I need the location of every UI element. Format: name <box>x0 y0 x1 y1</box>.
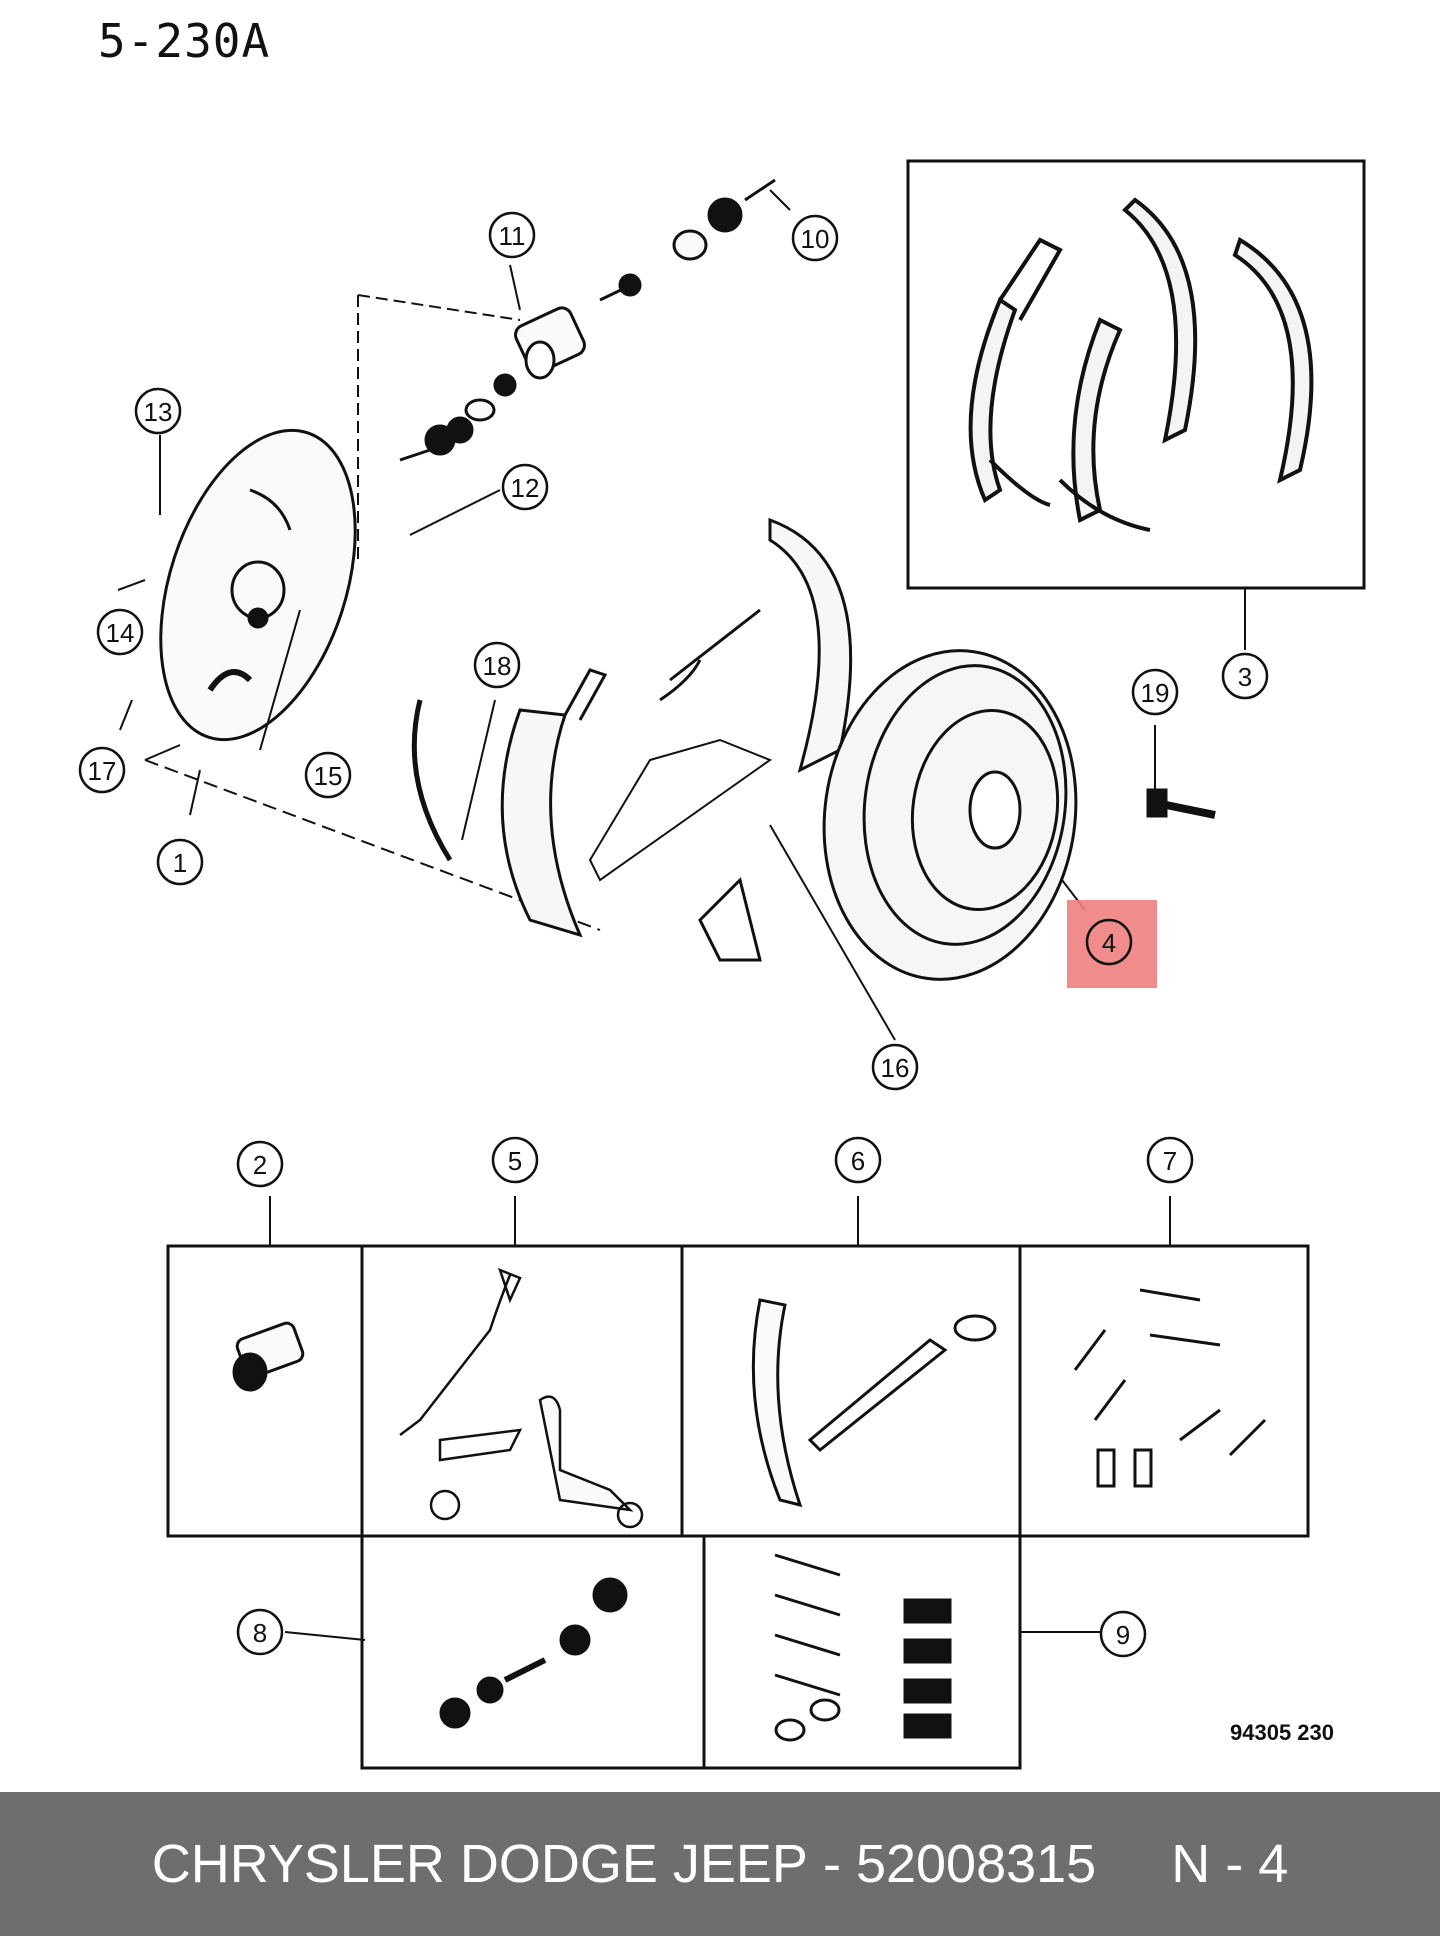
brake-drum-illustration <box>822 649 1078 981</box>
callout-1[interactable]: 1 <box>156 838 204 886</box>
wheel-cylinder-illustration <box>399 178 776 462</box>
callout-8[interactable]: 8 <box>236 1608 284 1656</box>
wheel-cylinder-kit-illustration <box>232 1321 305 1392</box>
adjuster-kit-illustration <box>399 1267 644 1529</box>
callout-5-label: 5 <box>508 1146 522 1176</box>
lever-kit-illustration <box>751 1298 997 1508</box>
callout-19-label: 19 <box>1141 678 1170 708</box>
footer-gap <box>1096 1833 1171 1895</box>
footer-part-number: 52008315 <box>855 1834 1097 1894</box>
callout-9-label: 9 <box>1116 1620 1130 1650</box>
callout-15-label: 15 <box>314 761 343 791</box>
callout-14-label: 14 <box>106 618 135 648</box>
callout-8-label: 8 <box>253 1618 267 1648</box>
callout-19[interactable]: 19 <box>1131 668 1179 716</box>
brake-shoes-set-illustration <box>968 197 1314 532</box>
main-brake-shoes-illustration <box>411 517 853 962</box>
callout-12[interactable]: 12 <box>501 463 549 511</box>
callout-13[interactable]: 13 <box>134 387 182 435</box>
callout-1-label: 1 <box>173 848 187 878</box>
exploded-brake-diagram: 1 2 3 4 5 6 7 8 9 10 11 12 13 14 15 16 1… <box>78 159 1366 1770</box>
footer-position: N - 4 <box>1171 1834 1289 1894</box>
callout-2-label: 2 <box>253 1150 267 1180</box>
callout-7[interactable]: 7 <box>1146 1136 1194 1184</box>
callout-11[interactable]: 11 <box>488 211 536 259</box>
callout-15[interactable]: 15 <box>304 751 352 799</box>
reference-code: 94305 230 <box>1230 1720 1334 1745</box>
callout-14[interactable]: 14 <box>96 608 144 656</box>
callout-17[interactable]: 17 <box>78 746 126 794</box>
footer-brand: CHRYSLER DODGE JEEP <box>151 1834 808 1894</box>
callout-2[interactable]: 2 <box>236 1140 284 1188</box>
page-code: 5-230A <box>98 14 271 68</box>
kit-boxes <box>166 1244 1310 1770</box>
callout-16[interactable]: 16 <box>871 1043 919 1091</box>
backing-plate-illustration <box>159 428 357 742</box>
callout-12-label: 12 <box>511 473 540 503</box>
callout-3[interactable]: 3 <box>1221 652 1269 700</box>
callout-4-label: 4 <box>1102 928 1116 958</box>
callout-17-label: 17 <box>88 756 117 786</box>
callout-13-label: 13 <box>144 397 173 427</box>
hardware-kit-illustration <box>774 1553 952 1742</box>
callout-3-label: 3 <box>1238 662 1252 692</box>
highlight-callout-4 <box>1067 900 1157 988</box>
spring-kit-illustration <box>1073 1288 1267 1488</box>
shoe-set-box <box>906 159 1366 590</box>
callout-11-label: 11 <box>499 221 526 251</box>
callout-18[interactable]: 18 <box>473 641 521 689</box>
callout-6[interactable]: 6 <box>834 1136 882 1184</box>
cylinder-repair-kit-illustration <box>439 1577 628 1729</box>
footer-bar: CHRYSLER DODGE JEEP - 52008315 N - 4 <box>0 1792 1440 1936</box>
callout-9[interactable]: 9 <box>1099 1610 1147 1658</box>
callout-10-label: 10 <box>801 224 830 254</box>
callout-16-label: 16 <box>881 1053 910 1083</box>
footer-separator: - <box>807 1834 856 1894</box>
callout-18-label: 18 <box>483 651 512 681</box>
callout-5[interactable]: 5 <box>491 1136 539 1184</box>
wheel-stud-illustration <box>1146 788 1216 819</box>
callout-4[interactable]: 4 <box>1085 918 1133 966</box>
callout-7-label: 7 <box>1163 1146 1177 1176</box>
callout-10[interactable]: 10 <box>791 214 839 262</box>
callout-leader-lines <box>117 189 1246 1641</box>
callout-6-label: 6 <box>851 1146 865 1176</box>
